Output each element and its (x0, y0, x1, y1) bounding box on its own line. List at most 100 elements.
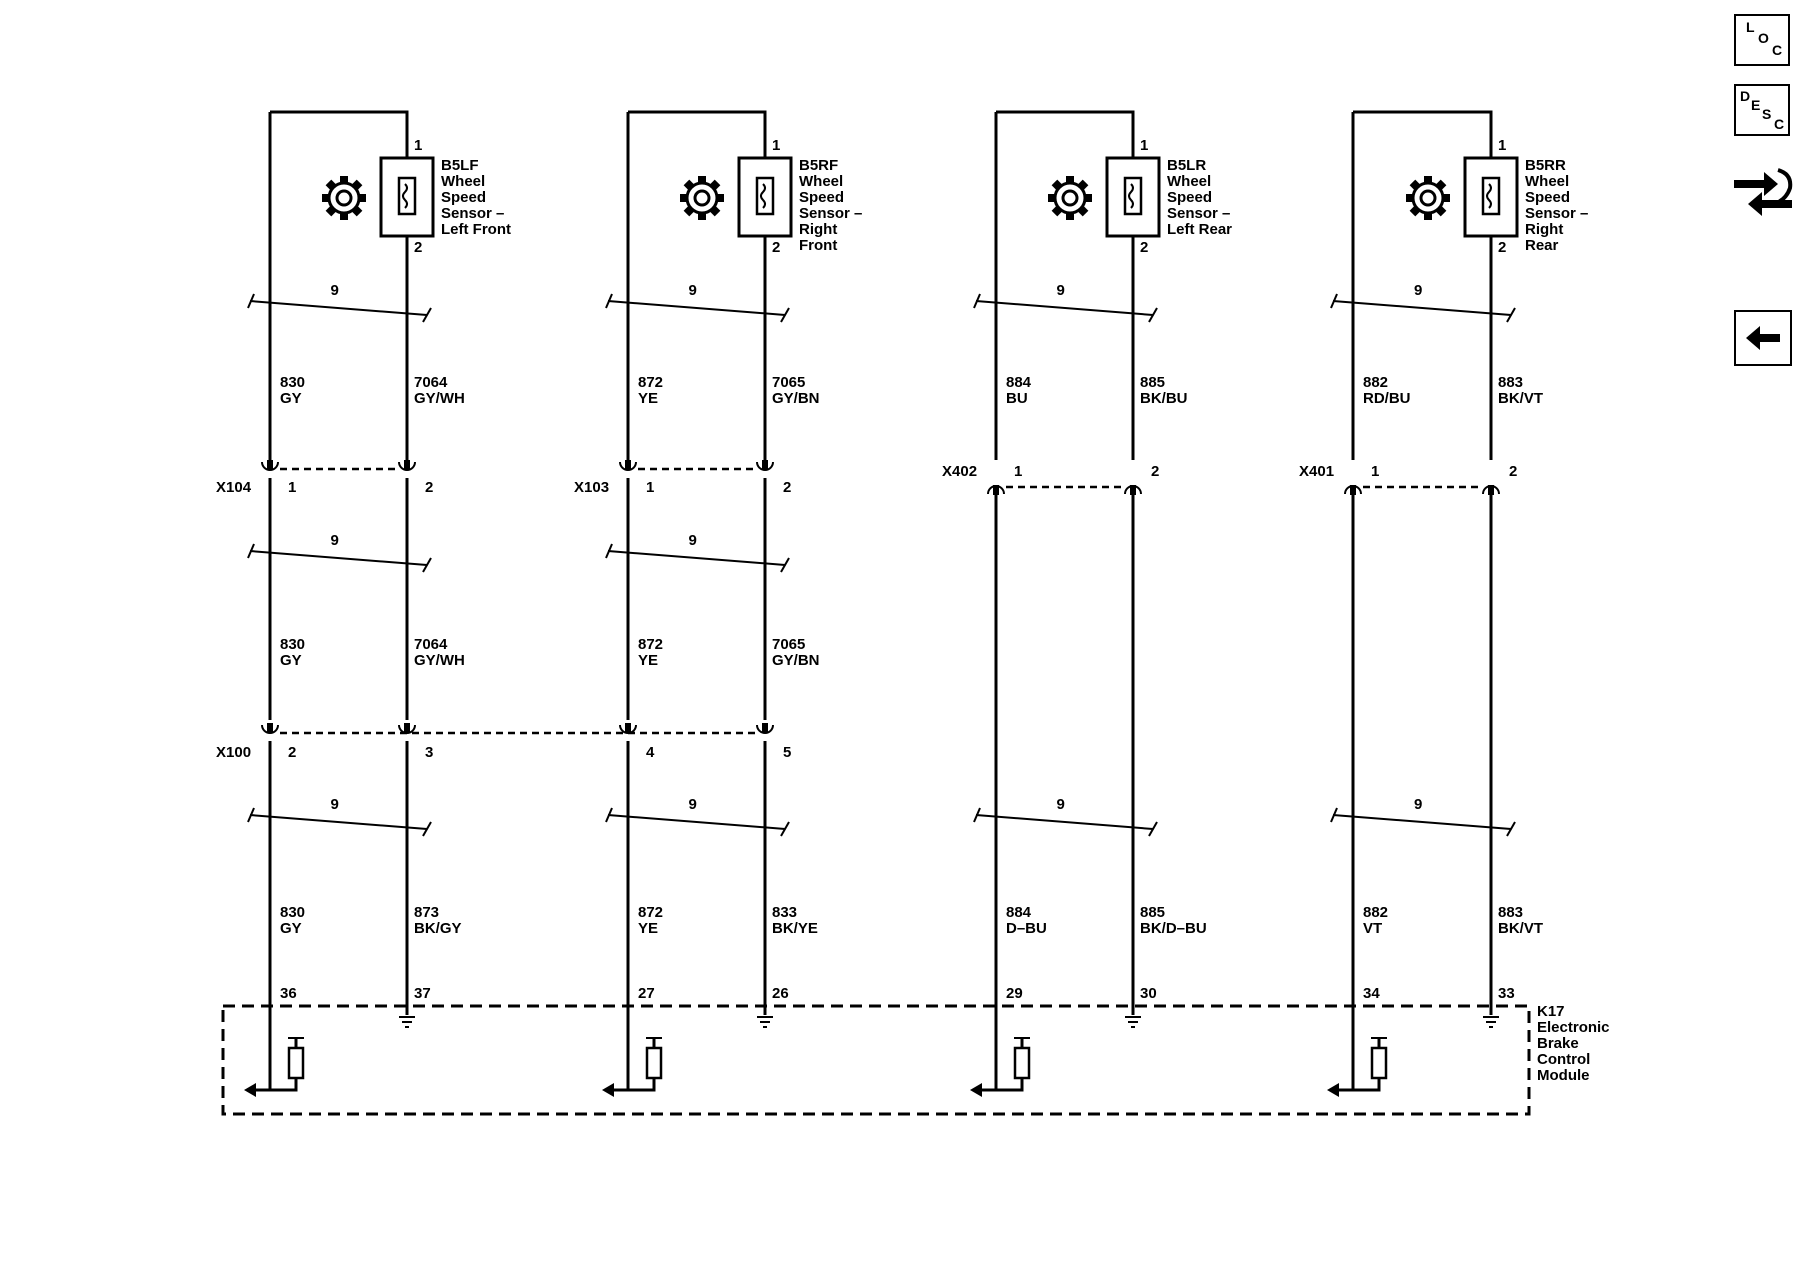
wire-number: 872 (638, 904, 663, 921)
module-label-line: Brake (1537, 1035, 1579, 1052)
sensor-name-line: Sensor – (799, 205, 862, 222)
wire-color: BK/D–BU (1140, 920, 1207, 937)
sensor-loop-wire (270, 110, 409, 158)
desc-letter: S (1762, 106, 1772, 122)
twisted-pair-shield-tick (1330, 807, 1338, 823)
connector-pin: 4 (646, 744, 655, 761)
shield-label: 9 (689, 282, 697, 299)
connector-pin: 3 (425, 744, 433, 761)
sensor-name-line: Speed (1525, 189, 1570, 206)
gear-hub (1419, 189, 1437, 207)
connector-name: X402 (942, 463, 977, 480)
connector-name: X401 (1299, 463, 1334, 480)
twisted-pair-shield-tick (1506, 307, 1516, 323)
sensor-name-line: Right (799, 221, 837, 238)
wire-number: 872 (638, 636, 663, 653)
wire-color: BK/VT (1498, 920, 1543, 937)
connector-pin: 2 (1151, 463, 1159, 480)
module-label-line: Module (1537, 1067, 1590, 1084)
gear-tooth (1424, 211, 1432, 220)
twisted-pair-shield-tick (1506, 821, 1516, 837)
loc-letter: O (1758, 30, 1769, 46)
wire-number: 872 (638, 374, 663, 391)
inline-connector-pin (762, 460, 768, 470)
wire-number: 830 (280, 636, 305, 653)
desc-button[interactable]: D E S C (1734, 84, 1790, 136)
twisted-pair-shield (1332, 814, 1512, 830)
sensor-name-line: Wheel (441, 173, 485, 190)
module-pin: 36 (280, 985, 297, 1002)
wire-number: 885 (1140, 904, 1165, 921)
bias-wire (628, 1078, 656, 1092)
input-arrow-head (244, 1083, 256, 1097)
gear-icon (680, 176, 724, 220)
wire-color: GY/BN (772, 652, 820, 669)
loc-letter: L (1746, 19, 1755, 35)
wire-number: 833 (772, 904, 797, 921)
shield-label: 9 (689, 796, 697, 813)
twisted-pair-shield-tick (605, 543, 613, 559)
bias-wire (996, 1078, 1024, 1092)
gear-tooth (1066, 176, 1074, 185)
inline-connector-pin (993, 485, 999, 495)
connector-name: X104 (216, 479, 252, 496)
inline-connector-pin (267, 460, 273, 470)
connector-end-view-icon[interactable] (1730, 160, 1796, 218)
input-arrow-head (1327, 1083, 1339, 1097)
gear-tooth (340, 211, 348, 220)
wire-color: BK/VT (1498, 390, 1543, 407)
twisted-pair-shield (607, 550, 786, 566)
wire-color: GY/BN (772, 390, 820, 407)
connector-pin: 1 (1371, 463, 1379, 480)
wire-color: GY (280, 652, 302, 669)
connector-pin: 2 (1509, 463, 1517, 480)
shield-label: 9 (331, 796, 339, 813)
twisted-pair-shield-tick (1148, 307, 1158, 323)
module-pin: 29 (1006, 985, 1023, 1002)
wire-number: 7065 (772, 636, 805, 653)
twisted-pair-shield (249, 550, 428, 566)
sensor-name-line: Speed (1167, 189, 1212, 206)
sensor-name-line: Left Rear (1167, 221, 1232, 238)
sensor-pin-label: 2 (414, 239, 422, 256)
sensor-id: B5RF (799, 157, 838, 174)
sensor-name-line: Sensor – (441, 205, 504, 222)
module-pin: 27 (638, 985, 655, 1002)
inline-connector-pin (762, 723, 768, 733)
sensor-pin-label: 1 (414, 137, 422, 154)
resistor-symbol (287, 1046, 305, 1080)
sensor-pin-label: 2 (772, 239, 780, 256)
inline-connector-pin (1488, 485, 1494, 495)
connector-pin: 1 (646, 479, 654, 496)
loc-button[interactable]: L O C (1734, 14, 1790, 66)
wire-number: 884 (1006, 374, 1032, 391)
shield-label: 9 (689, 532, 697, 549)
twisted-pair-shield (249, 814, 428, 830)
sensor-pin-label: 1 (1498, 137, 1506, 154)
wire-number: 882 (1363, 374, 1388, 391)
module-label-line: Electronic (1537, 1019, 1610, 1036)
shield-label: 9 (1057, 282, 1065, 299)
wire-color: BK/YE (772, 920, 818, 937)
inline-connector-pin (625, 460, 631, 470)
wire-number: 830 (280, 904, 305, 921)
twisted-pair-shield-tick (422, 821, 432, 837)
wire-color: BK/GY (414, 920, 462, 937)
connector-pin: 2 (783, 479, 791, 496)
sensor-loop-wire (996, 110, 1135, 158)
gear-icon (1406, 176, 1450, 220)
inline-connector-pin (404, 460, 410, 470)
sensor-name-line: Speed (799, 189, 844, 206)
wire-number: 885 (1140, 374, 1165, 391)
gear-tooth (698, 211, 706, 220)
gear-tooth (698, 176, 706, 185)
bias-wire (1353, 1078, 1381, 1092)
input-arrow-head (602, 1083, 614, 1097)
sensor-name-line: Wheel (1167, 173, 1211, 190)
loc-letter: C (1772, 42, 1783, 58)
back-button[interactable] (1734, 310, 1792, 366)
wire-color: BU (1006, 390, 1028, 407)
connector-name: X103 (574, 479, 609, 496)
sensor-coil (1486, 183, 1492, 209)
wire-color: VT (1363, 920, 1382, 937)
